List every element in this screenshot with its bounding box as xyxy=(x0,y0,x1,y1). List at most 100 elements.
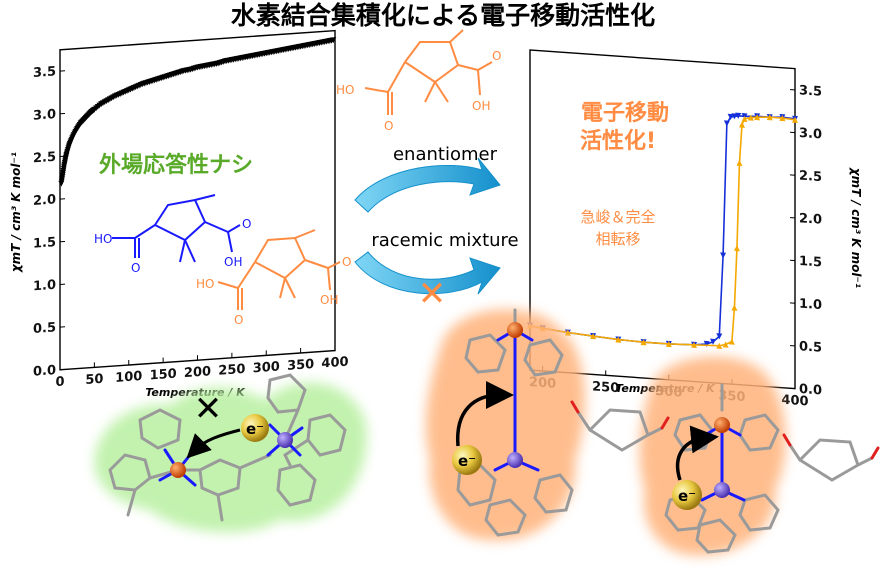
right-electron-label-2: e⁻ xyxy=(678,487,696,505)
left-iron-atom xyxy=(170,462,186,478)
right-heating-point xyxy=(640,339,647,346)
right-heating-point xyxy=(766,114,773,121)
racemic-molecule-top xyxy=(364,29,493,115)
right-heating-point xyxy=(590,333,597,340)
right-x-tick-label: 250 xyxy=(592,379,619,396)
enantiomer-o-label-1: O xyxy=(131,261,140,275)
right-y-tick-label: 0.0 xyxy=(799,382,822,399)
right-electron-1 xyxy=(452,445,482,475)
right-y-tick-label: 2.5 xyxy=(799,169,822,186)
enantiomer-oh-label: OH xyxy=(224,255,242,269)
right-heating-point xyxy=(722,341,729,348)
right-heating-point xyxy=(736,159,743,167)
right-heating-point xyxy=(716,342,723,349)
left-data-points xyxy=(58,37,337,187)
right-heating-point xyxy=(739,121,745,128)
left-y-tick-label: 2.0 xyxy=(33,192,56,209)
right-heating-point xyxy=(733,244,740,252)
right-y-tick-label: 1.0 xyxy=(799,297,822,314)
left-x-tick-label: 100 xyxy=(115,369,142,386)
left-y-tick-label: 1.5 xyxy=(33,235,56,252)
right-electron-label-1: e⁻ xyxy=(458,452,476,470)
right-cooling-point xyxy=(703,340,710,348)
right-y-tick-label: 3.0 xyxy=(799,126,822,143)
left-y-tick-label: 0.0 xyxy=(33,363,56,380)
left-x-tick-label: 400 xyxy=(321,355,348,372)
transition-label-line2: 相転移 xyxy=(595,230,640,248)
left-x-tick-label: 150 xyxy=(150,367,177,384)
right-heating-point xyxy=(691,341,698,349)
left-electron xyxy=(241,414,269,442)
right-heating-point xyxy=(747,114,754,121)
right-cooling-point xyxy=(735,112,742,119)
racemic-left-o-label-2: O xyxy=(342,255,351,269)
right-heating-point xyxy=(665,340,672,348)
enantiomer-label: enantiomer xyxy=(393,144,498,165)
right-cobalt-atom-2 xyxy=(714,482,730,498)
left-y-axis-label: χmT / cm³ K mol⁻¹ xyxy=(9,152,23,273)
right-cooling-point xyxy=(720,252,727,259)
right-cooling-point xyxy=(709,338,716,345)
right-data-series xyxy=(527,112,798,349)
right-cooling-point xyxy=(731,113,738,120)
top-molecule-oh-label: OH xyxy=(472,99,490,113)
top-molecule-o-label-2: O xyxy=(492,49,501,63)
right-transfer-arrow-2 xyxy=(675,425,719,481)
activation-label-line2: 活性化! xyxy=(580,128,656,154)
left-x-tick-label: 50 xyxy=(85,372,103,388)
left-x-tick-label: 300 xyxy=(253,359,280,376)
right-heating-point xyxy=(731,304,738,311)
left-electron-label: e⁻ xyxy=(246,420,264,438)
left-cobalt-atom xyxy=(277,432,293,448)
racemic-left-ho-label: HO xyxy=(196,277,214,291)
top-molecule-ho-label: HO xyxy=(336,83,354,97)
right-crystal-structures: e⁻ e⁻ xyxy=(425,308,880,556)
enantiomer-ho-label: HO xyxy=(94,232,112,246)
left-crystal-structure: e⁻ ✕ xyxy=(94,373,367,533)
left-y-tick-label: 1.0 xyxy=(33,278,56,295)
racemic-molecule-left xyxy=(217,229,341,310)
right-heating-point xyxy=(754,114,761,121)
top-molecule-o-label-1: O xyxy=(384,119,393,133)
no-response-label: 外場応答性ナシ xyxy=(99,152,253,178)
enantiomer-molecule xyxy=(112,194,241,263)
enantiomer-arrow xyxy=(354,157,501,213)
right-y-tick-label: 3.5 xyxy=(799,83,822,100)
right-heating-point xyxy=(792,116,798,124)
left-y-tick-label: 0.5 xyxy=(33,320,56,337)
left-x-tick-label: 350 xyxy=(287,357,314,374)
right-cooling-point xyxy=(716,333,723,340)
right-y-tick-label: 0.5 xyxy=(799,339,822,356)
right-heating-point xyxy=(741,115,748,123)
right-transfer-arrow-1 xyxy=(456,381,514,447)
right-heating-point xyxy=(615,336,622,343)
racemic-left-o-label-1: O xyxy=(234,313,243,327)
right-heating-point xyxy=(779,115,786,122)
racemic-label: racemic mixture xyxy=(371,230,518,251)
activation-label-line1: 電子移動 xyxy=(581,100,669,126)
left-x-tick-label: 200 xyxy=(184,364,211,381)
enantiomer-o-label-2: O xyxy=(242,217,251,231)
figure-title: 水素結合集積化による電子移動活性化 xyxy=(231,1,655,30)
right-iron-atom-2 xyxy=(714,417,730,433)
racemic-arrow xyxy=(354,251,501,295)
right-heating-point xyxy=(564,329,571,336)
right-electron-2 xyxy=(672,480,702,510)
right-y-tick-label: 2.0 xyxy=(799,211,822,228)
right-cooling-point xyxy=(727,113,734,120)
left-transfer-arrow xyxy=(186,428,241,459)
right-x-tick-label: 400 xyxy=(781,393,808,410)
right-iron-atom-1 xyxy=(507,322,523,338)
transition-label-line1: 急峻＆完全 xyxy=(580,208,655,226)
right-y-tick-label: 1.5 xyxy=(799,254,822,271)
left-y-tick-label: 3.5 xyxy=(33,64,56,81)
left-data-point xyxy=(330,37,337,44)
right-y-axis-label: χmT / cm³ K mol⁻¹ xyxy=(849,167,863,288)
left-blocked-mark: ✕ xyxy=(194,389,223,429)
right-cobalt-atom-1 xyxy=(507,452,523,468)
left-x-tick-label: 0 xyxy=(55,375,64,391)
left-x-tick-label: 250 xyxy=(218,362,245,379)
